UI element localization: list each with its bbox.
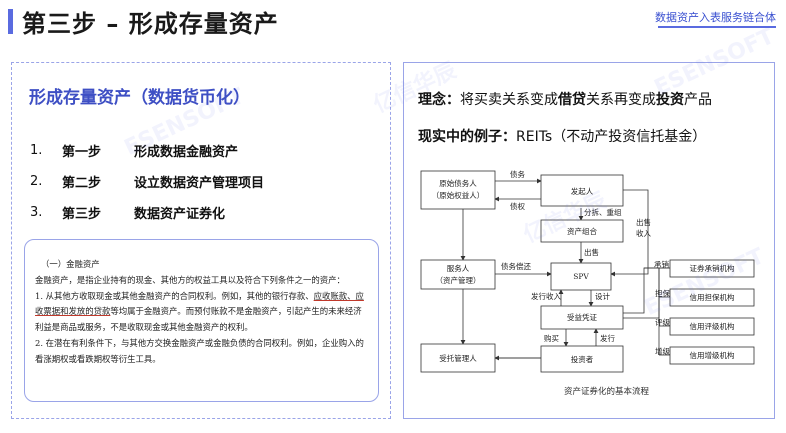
node-asset-pool: 资产组合 <box>540 219 624 243</box>
node-trustee: 受托管理人 <box>420 343 496 373</box>
left-panel: 形成存量资产（数据货币化） 1. 第一步 形成数据金融资产 2. 第二步 设立数… <box>11 62 391 419</box>
svg-text:SPV: SPV <box>573 272 589 281</box>
svg-text:受益凭证: 受益凭证 <box>567 312 597 322</box>
step-number: 1. <box>30 143 43 158</box>
item1-text-a: 1. 从其他方收取现金或其他金融资产的合同权利。例如，其他的银行存款、 <box>35 290 314 301</box>
label-design: 设计 <box>595 291 610 301</box>
svg-text:投资者: 投资者 <box>571 354 594 364</box>
node-servicer: 服务人 （资产管理） <box>420 259 496 290</box>
concept-text: 将买卖关系变成 <box>460 92 558 108</box>
node-underwriter: 证券承销机构 <box>669 259 755 278</box>
svg-text:（资产管理）: （资产管理） <box>436 275 481 285</box>
securitization-flow-diagram: 原始债务人 （原始权益人） 发起人 资产组合 服务人 （资产管理） SPV 受益… <box>420 169 755 373</box>
node-certificate: 受益凭证 <box>540 305 624 330</box>
svg-text:信用评级机构: 信用评级机构 <box>690 321 735 331</box>
step-item: 3. 第三步 数据资产证券化 <box>30 197 264 228</box>
step-item: 2. 第二步 设立数据资产管理项目 <box>30 166 264 197</box>
label-enhance: 增级 <box>655 346 670 356</box>
example-text: REITs（不动产投资信托基金） <box>516 129 707 145</box>
step-name: 第三步 <box>62 207 102 222</box>
label-sell-income-1: 出售 <box>636 217 651 227</box>
label-claim: 债权 <box>510 201 525 211</box>
svg-text:原始债务人: 原始债务人 <box>439 178 477 188</box>
step-number: 3. <box>30 205 43 220</box>
example-label: 现实中的例子： <box>418 129 516 145</box>
concept-line: 理念：将买卖关系变成借贷关系再变成投资产品 <box>418 89 712 109</box>
label-underwrite: 承销 <box>654 259 669 269</box>
node-guarantee: 信用担保机构 <box>669 288 755 307</box>
definition-box: （一）金融资产 金融资产，是指企业持有的现金、其他方的权益工具以及符合下列条件之… <box>24 239 379 402</box>
example-line: 现实中的例子：REITs（不动产投资信托基金） <box>418 126 706 146</box>
svg-text:受托管理人: 受托管理人 <box>439 353 477 363</box>
concept-label: 理念： <box>418 92 460 108</box>
page-title: 第三步 – 形成存量资产 <box>22 10 279 38</box>
svg-text:信用增级机构: 信用增级机构 <box>690 350 735 360</box>
brand-link[interactable]: 数据资产入表服务链合体 <box>655 11 776 24</box>
label-split: 分拆、重组 <box>584 207 622 217</box>
label-buy: 购买 <box>544 333 559 343</box>
definition-intro: 金融资产，是指企业持有的现金、其他方的权益工具以及符合下列条件之一的资产： <box>35 274 345 285</box>
concept-text: 产品 <box>684 92 712 108</box>
left-heading: 形成存量资产（数据货币化） <box>29 88 250 108</box>
step-desc: 设立数据资产管理项目 <box>134 176 265 191</box>
node-original-debtor: 原始债务人 （原始权益人） <box>420 170 496 210</box>
concept-text: 关系再变成 <box>586 92 656 108</box>
brand-underline <box>658 26 776 28</box>
label-sell-income-2: 收入 <box>636 228 651 238</box>
step-desc: 数据资产证券化 <box>134 207 226 222</box>
definition-item-2: 2. 在潜在有利条件下，与其他方交换金融资产或金融负债的合同权利。例如，企业购入… <box>35 337 364 364</box>
svg-text:信用担保机构: 信用担保机构 <box>690 292 735 302</box>
svg-text:证券承销机构: 证券承销机构 <box>690 263 735 273</box>
node-spv: SPV <box>550 262 612 291</box>
definition-title: （一）金融资产 <box>41 259 100 269</box>
title-accent-bar <box>8 9 13 34</box>
label-rate: 评级 <box>655 317 670 327</box>
label-issue: 发行 <box>600 333 615 343</box>
step-name: 第一步 <box>62 145 102 160</box>
svg-text:（原始权益人）: （原始权益人） <box>432 190 485 200</box>
diagram-caption: 资产证券化的基本流程 <box>564 387 650 397</box>
svg-text:服务人: 服务人 <box>447 263 470 273</box>
definition-item-1: 1. 从其他方收取现金或其他金融资产的合同权利。例如，其他的银行存款、应收账款、… <box>35 289 368 336</box>
node-enhance: 信用增级机构 <box>669 346 755 365</box>
node-originator: 发起人 <box>540 174 624 207</box>
steps-list: 1. 第一步 形成数据金融资产 2. 第二步 设立数据资产管理项目 3. 第三步… <box>30 135 264 228</box>
step-item: 1. 第一步 形成数据金融资产 <box>30 135 264 166</box>
svg-text:资产组合: 资产组合 <box>567 226 597 236</box>
label-issue-income: 发行收入 <box>531 291 561 301</box>
step-number: 2. <box>30 174 43 189</box>
item1-text-c: 等均属于金融资产。而预付账款不是金融资产，引起产生的未来经济利益是商品或服务，不… <box>35 306 362 333</box>
node-investor: 投资者 <box>540 345 624 373</box>
label-sell: 出售 <box>584 247 599 257</box>
item1-underlined: 应收账款、应收票据和发放的贷款 <box>35 290 364 317</box>
concept-emphasis: 投资 <box>656 92 684 108</box>
label-repay: 债务偿还 <box>501 261 531 271</box>
concept-emphasis: 借贷 <box>558 92 586 108</box>
right-panel: 理念：将买卖关系变成借贷关系再变成投资产品 现实中的例子：REITs（不动产投资… <box>403 62 775 419</box>
label-guarantee: 担保 <box>655 288 670 298</box>
step-desc: 形成数据金融资产 <box>134 145 239 160</box>
svg-text:发起人: 发起人 <box>571 186 594 196</box>
label-debt: 债务 <box>510 169 525 179</box>
flow-arrows <box>460 178 670 361</box>
step-name: 第二步 <box>62 176 102 191</box>
node-rating: 信用评级机构 <box>669 317 755 336</box>
